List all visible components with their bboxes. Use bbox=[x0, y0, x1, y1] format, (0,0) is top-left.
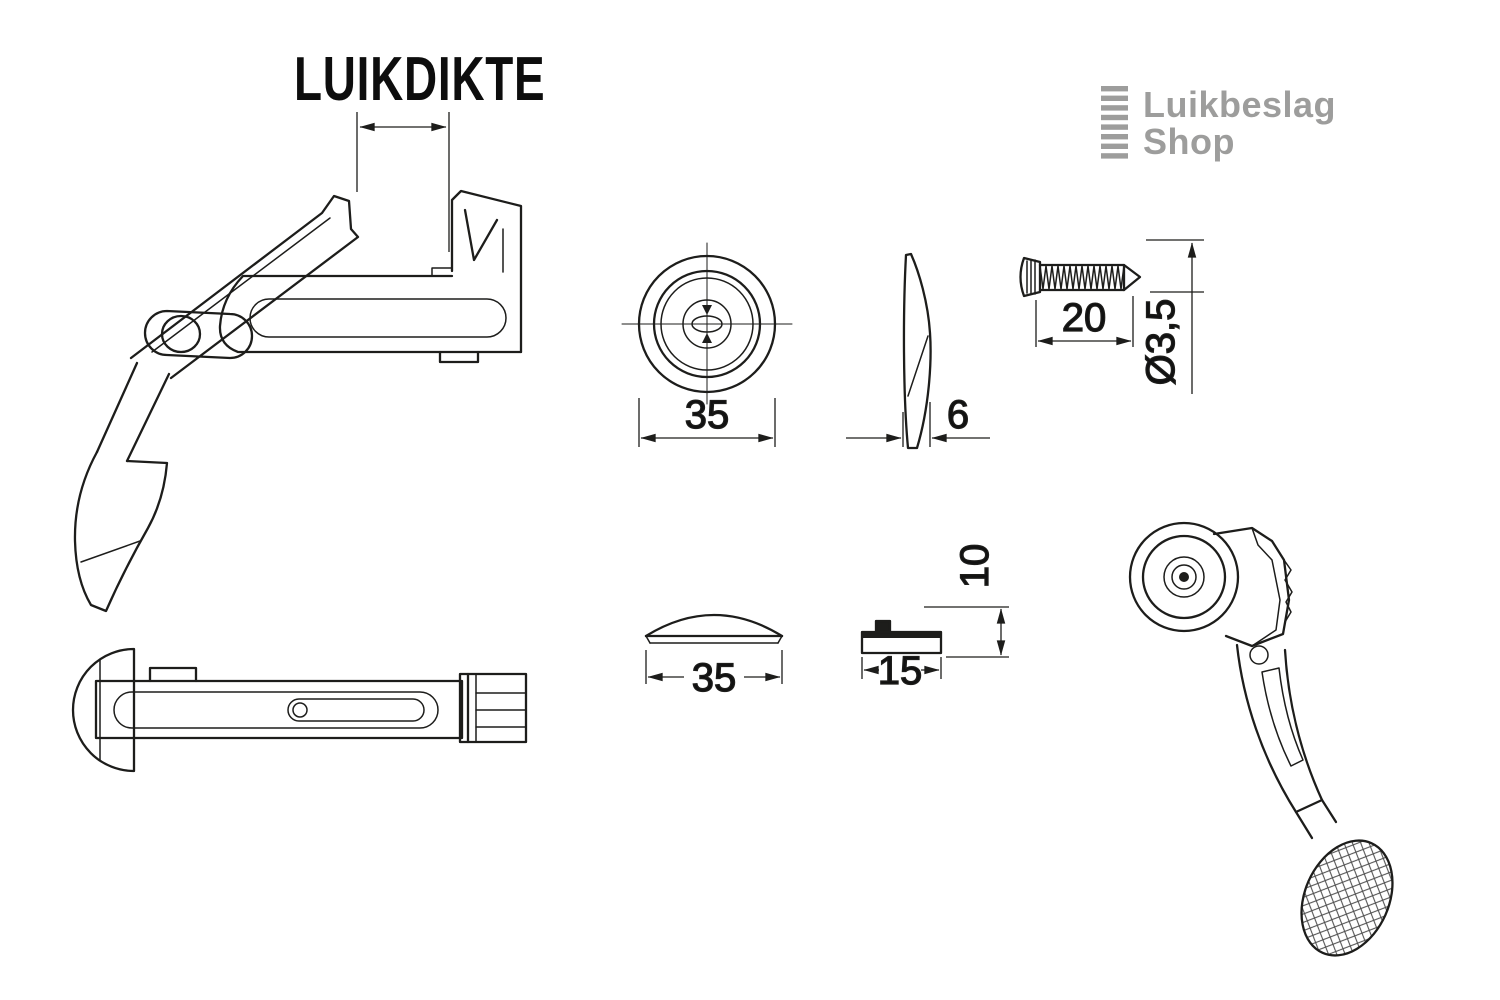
screw-length-value: 20 bbox=[1062, 296, 1107, 340]
disc-front-view bbox=[621, 242, 793, 405]
cap-width-value: 35 bbox=[692, 656, 737, 700]
disc-side-view bbox=[902, 252, 932, 450]
logo-line1: Luikbeslag bbox=[1143, 84, 1337, 125]
disc-diameter-value: 35 bbox=[685, 393, 730, 437]
screw-diameter-dimension: Ø3,5 bbox=[1138, 239, 1204, 394]
screw-diameter-value: Ø3,5 bbox=[1139, 299, 1183, 386]
cap-section-view bbox=[644, 613, 784, 644]
logo-wordmark: Luikbeslag Shop bbox=[1143, 86, 1336, 160]
logo: Luikbeslag Shop bbox=[1100, 86, 1336, 162]
luikdikte-dimension bbox=[356, 112, 450, 252]
latch-side-view bbox=[73, 189, 523, 613]
keeper-plate-view bbox=[860, 619, 943, 655]
screw-length-dimension: 20 bbox=[1035, 295, 1134, 347]
keeper-height-dimension: 10 bbox=[924, 543, 1009, 658]
shutter-slats-icon bbox=[1101, 86, 1128, 159]
logo-line2: Shop bbox=[1143, 121, 1235, 163]
cap-width-dimension: 35 bbox=[645, 650, 783, 701]
keeper-width-dimension: 15 bbox=[861, 648, 942, 694]
latch-perspective-view bbox=[1128, 521, 1394, 957]
disc-thickness-dimension: 6 bbox=[846, 392, 990, 447]
disc-diameter-dimension: 35 bbox=[638, 392, 776, 447]
disc-thickness-value: 6 bbox=[947, 393, 969, 437]
screw-drawing bbox=[1019, 256, 1142, 298]
keeper-width-value: 15 bbox=[878, 649, 923, 693]
keeper-height-value: 10 bbox=[953, 544, 997, 589]
latch-bottom-view bbox=[71, 647, 528, 773]
luikdikte-label: LUIKDIKTE bbox=[294, 45, 546, 114]
